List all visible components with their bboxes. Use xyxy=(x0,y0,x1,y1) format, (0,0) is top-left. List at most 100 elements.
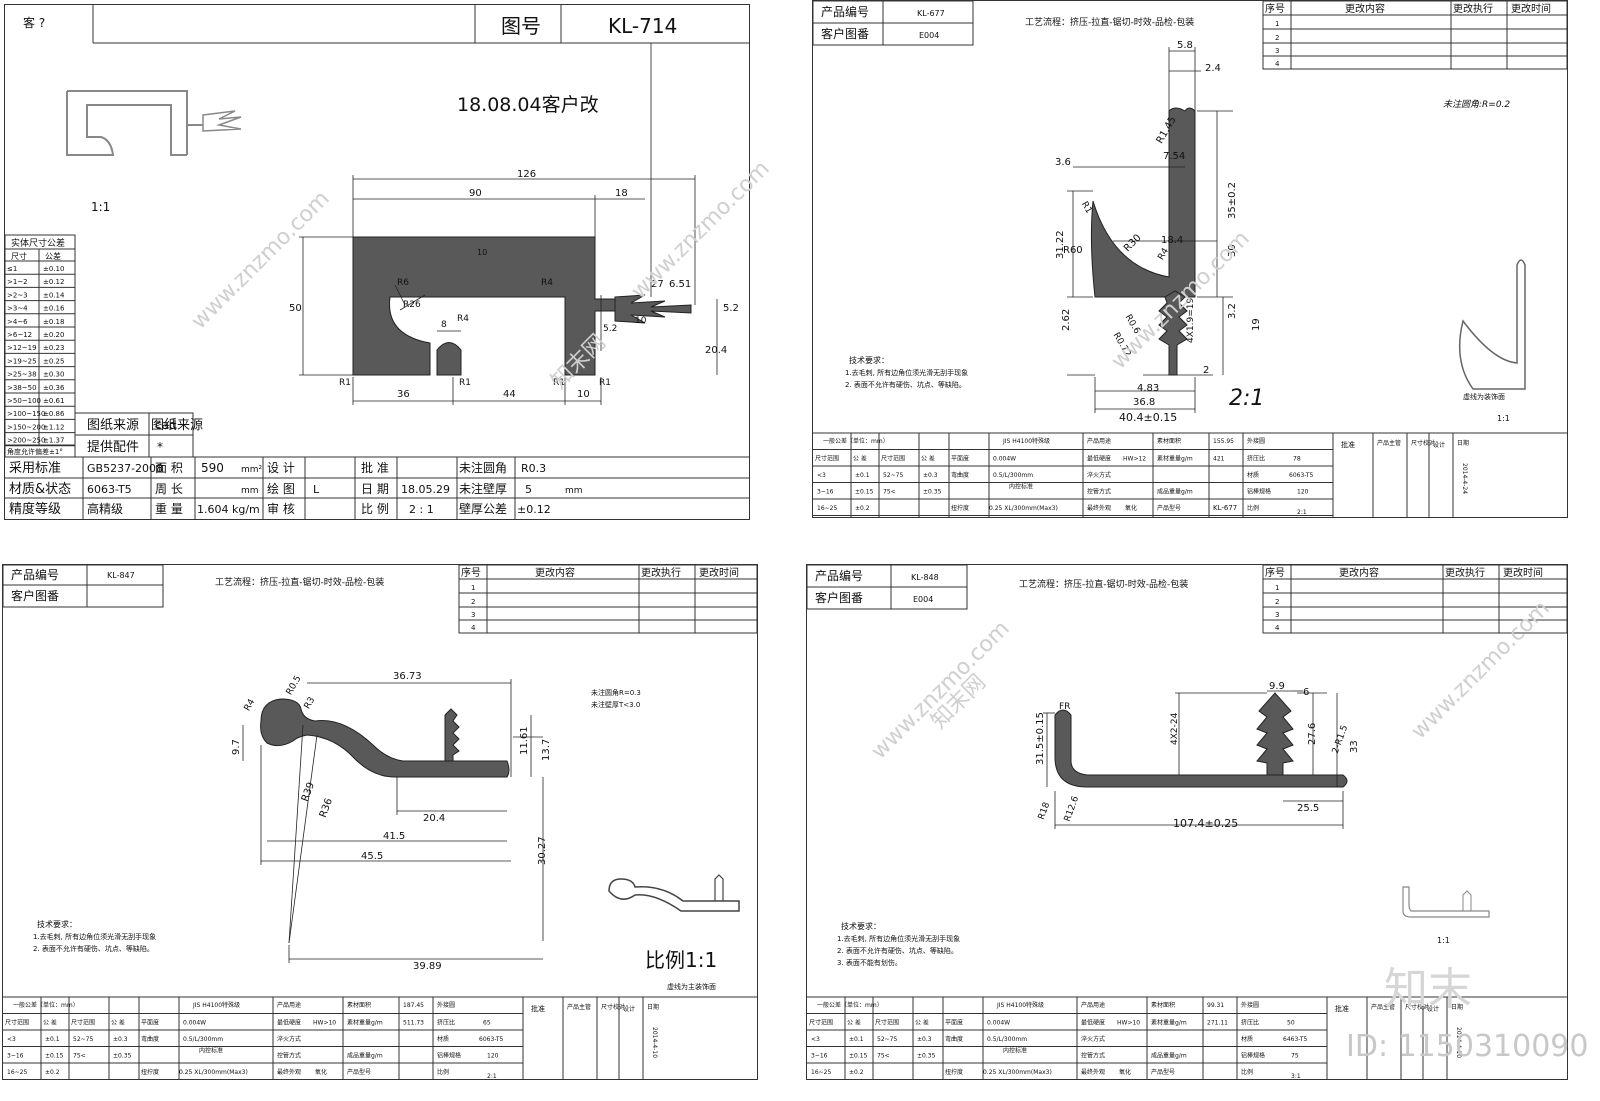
range-header: 公 差 xyxy=(853,455,867,463)
dim-4x19: 4X1.9=19 xyxy=(1186,298,1196,343)
range-header: 尺寸范围 xyxy=(5,1019,29,1027)
draw-value: L xyxy=(313,483,320,496)
tech-line-1: 1.去毛刺, 所有边角位须光滑无刮手现象 xyxy=(837,934,960,943)
use-label: 产品用途 xyxy=(277,1001,301,1009)
dim-r4: R4 xyxy=(243,697,258,713)
mat-label: 材质 xyxy=(1247,471,1259,479)
draw-label: 绘 图 xyxy=(267,481,295,496)
rib-teeth-kl677 xyxy=(1158,290,1188,376)
rib-teeth-kl848 xyxy=(1256,692,1294,776)
scale-value: 3:1 xyxy=(1291,1073,1301,1079)
approve-label: 批准 xyxy=(1341,440,1355,449)
bend-value: 0.5/L/300mm xyxy=(987,1036,1027,1043)
hard-label: 最低硬度 xyxy=(277,1019,301,1027)
dim-t10: 10 xyxy=(477,248,487,257)
note-wall: 未注壁厚T<3.0 xyxy=(591,700,640,709)
range-cell: 52~75 xyxy=(883,472,903,479)
range-header: 公 差 xyxy=(921,455,935,463)
scale-label: 比例 xyxy=(437,1068,449,1076)
dim-1161: 11.61 xyxy=(519,726,530,755)
twist-label: 扭拧度 xyxy=(141,1068,159,1076)
ratio-value: 65 xyxy=(483,1020,491,1027)
tech-line-2: 2. 表面不允许有硬伤、坑点、等缺陷。 xyxy=(845,380,966,389)
hard-value: HW>10 xyxy=(313,1020,336,1027)
dim-r26: R26 xyxy=(403,300,421,310)
surface-value: 氧化 xyxy=(315,1068,327,1076)
hard-value: HW>10 xyxy=(1117,1020,1140,1027)
dim-255: 25.5 xyxy=(1297,803,1319,814)
date-label: 日期 xyxy=(1451,1003,1463,1011)
inner-label: 内控标准 xyxy=(1009,483,1033,491)
dim-r05: R0.5 xyxy=(285,674,304,697)
dim-137: 13.7 xyxy=(541,739,552,761)
dim-r1-a: R1 xyxy=(339,378,351,388)
ctrl-label: 控管方式 xyxy=(1081,1052,1105,1060)
surface-value: 氧化 xyxy=(1125,504,1137,512)
dim-368: 36.8 xyxy=(1133,397,1155,408)
tol-size: >100~150 xyxy=(7,410,45,418)
tech-title: 技术要求： xyxy=(37,919,77,929)
pn-label: 产品编号 xyxy=(821,4,869,19)
thumbnail-profile-kl848 xyxy=(1402,886,1490,918)
date-label: 日期 xyxy=(647,1003,659,1011)
dim-97: 9.7 xyxy=(231,739,242,755)
ratio-label: 挤压比 xyxy=(1247,455,1265,463)
mat-value: 6063-T5 xyxy=(1289,472,1314,479)
date-value: 2014-4-24 xyxy=(1461,463,1468,494)
tol-value: ±1.37 xyxy=(43,437,64,445)
dim-754: 7.54 xyxy=(1163,151,1185,162)
thumbnail-ribs xyxy=(202,110,242,132)
dim-r6: R6 xyxy=(397,278,409,288)
range-cell: ±0.15 xyxy=(45,1053,64,1060)
rev-h-time: 更改时间 xyxy=(1503,566,1543,579)
scale-value: 2:1 xyxy=(1297,509,1307,516)
jis-label: JIS H4100特殊级 xyxy=(192,1001,240,1009)
dim-10-rib: 10 xyxy=(635,316,647,326)
thumbnail-profile xyxy=(66,90,203,156)
dim-24: 2.4 xyxy=(1205,63,1221,74)
dim-4x224: 4X2-24 xyxy=(1170,712,1180,745)
dim-18: 18 xyxy=(615,188,628,199)
drawing-sheet-kl677: 产品编号 KL-677 客户图番 E004 工艺流程：挤压-拉直-锯切-时效-品… xyxy=(812,0,1568,518)
dim-r30: R30 xyxy=(1122,232,1144,254)
design-label: 设计 xyxy=(1433,441,1445,449)
process-text: 工艺流程：挤压-拉直-锯切-时效-品检-包装 xyxy=(215,576,384,588)
dim-32: 3.2 xyxy=(1227,303,1238,319)
area-value: 590 xyxy=(201,461,224,475)
check-label: 尺寸校对 xyxy=(601,1003,625,1011)
use-label: 产品用途 xyxy=(1087,437,1111,445)
cust-label: 客户图番 xyxy=(821,26,869,41)
dim-30: 30 xyxy=(1227,244,1238,257)
tol-value: ±0.10 xyxy=(43,265,64,273)
date-value: 2014-4-10 xyxy=(1455,1027,1462,1058)
tech-line-1: 1.去毛刺, 所有边角位须光滑无刮手现象 xyxy=(845,368,968,377)
dim-35: 35±0.2 xyxy=(1227,182,1238,219)
date-value: 18.05.29 xyxy=(401,483,450,496)
thumbnail-rib xyxy=(714,874,724,901)
tech-title: 技术要求： xyxy=(841,921,881,931)
pn-label: 产品编号 xyxy=(815,568,863,583)
twist-label: 扭拧度 xyxy=(951,504,969,512)
dim-99: 9.9 xyxy=(1269,681,1285,692)
tol-value: ±0.25 xyxy=(43,357,64,365)
thumb-scale: 1:1 xyxy=(91,200,110,214)
dim-r60: R60 xyxy=(1063,245,1083,256)
scale-1-1: 比例1:1 xyxy=(645,948,717,972)
area-label: 素材面积 xyxy=(1157,437,1181,445)
weight-label: 重 量 xyxy=(155,502,183,516)
pn-label: 产品编号 xyxy=(11,567,59,582)
range-header: 公 差 xyxy=(915,1019,929,1027)
revision-table xyxy=(1262,1,1567,70)
general-tol-label: 一般公差（单位：mm） xyxy=(817,1001,883,1009)
range-header: 公 差 xyxy=(111,1019,125,1027)
drawing-sheet-kl848: 产品编号 KL-848 客户图番 E004 工艺流程：挤压-拉直-锯切-时效-品… xyxy=(806,564,1568,1080)
std-value: GB5237-2008 xyxy=(87,462,163,475)
tech-line-1: 1.去毛刺, 所有边角位须光滑无刮手现象 xyxy=(33,932,156,941)
note-fillet: 未注圆角R=0.3 xyxy=(591,688,641,697)
dim-r4: R4 xyxy=(541,278,553,288)
source-value: cad xyxy=(155,418,177,432)
scale-label: 比例 xyxy=(1247,504,1259,512)
dim-262: 2.62 xyxy=(1061,309,1072,331)
wall-unit: mm xyxy=(565,486,583,496)
circle-label: 外接圆 xyxy=(437,1001,455,1009)
